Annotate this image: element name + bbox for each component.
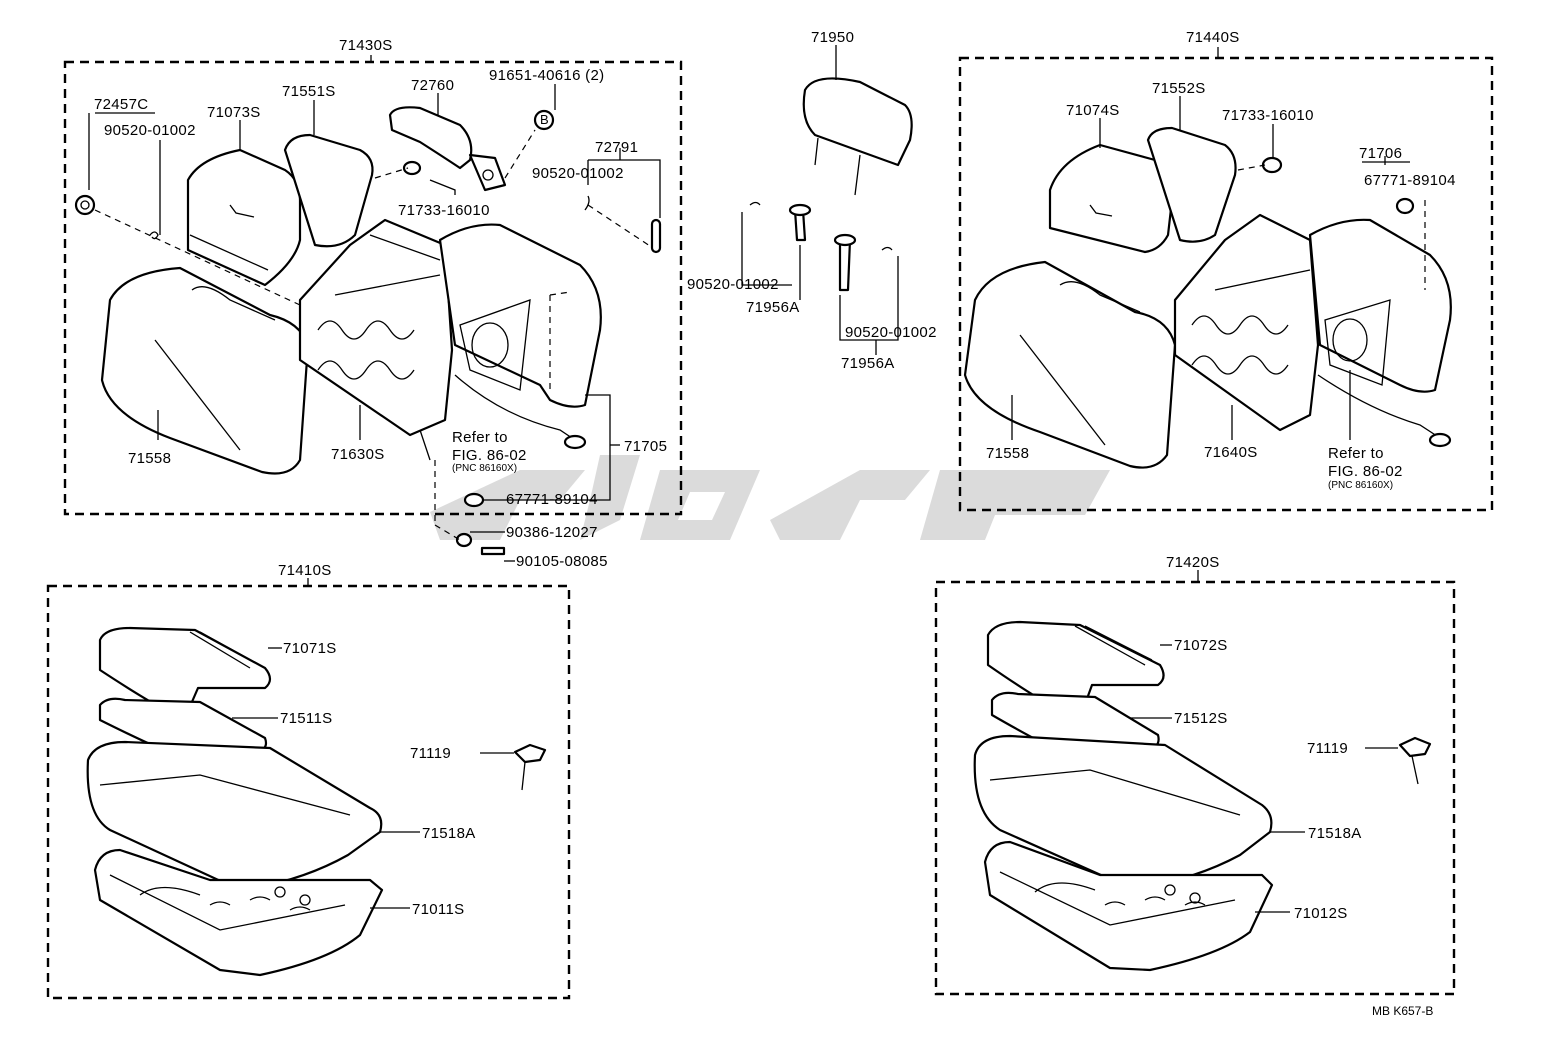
label-71012S: 71012S <box>1294 905 1348 922</box>
label-90520-c: 90520-01002 <box>687 276 779 293</box>
label-71706: 71706 <box>1359 145 1402 162</box>
label-67771-a: 67771-89104 <box>506 491 598 508</box>
label-72457C: 72457C <box>94 96 148 113</box>
label-71705: 71705 <box>624 438 667 455</box>
label-90520-d: 90520-01002 <box>845 324 937 341</box>
label-fig-a: FIG. 86-02 <box>452 447 527 464</box>
label-71558-b: 71558 <box>986 445 1029 462</box>
label-90105: 90105-08085 <box>516 553 608 570</box>
label-67771-b: 67771-89104 <box>1364 172 1456 189</box>
group-box-right-seatback <box>958 56 1494 512</box>
label-71733-a: 71733-16010 <box>398 202 490 219</box>
label-71512S: 71512S <box>1174 710 1228 727</box>
right-seatback-parts <box>963 126 1452 469</box>
group-box-right-cushion <box>934 580 1456 996</box>
label-71956A-b: 71956A <box>841 355 895 372</box>
label-refer-b: Refer to <box>1328 445 1384 462</box>
label-71073S: 71073S <box>207 104 261 121</box>
group-box-left-seatback <box>63 60 683 516</box>
label-71071S: 71071S <box>283 640 337 657</box>
label-71950: 71950 <box>811 29 854 46</box>
label-71630S: 71630S <box>331 446 385 463</box>
label-B: B <box>540 112 549 127</box>
label-71011S: 71011S <box>412 901 464 918</box>
label-72791: 72791 <box>595 139 638 156</box>
label-group-71420S: 71420S <box>1166 554 1220 571</box>
label-group-71430S: 71430S <box>339 37 393 54</box>
label-pnc-a: (PNC 86160X) <box>452 463 517 474</box>
label-71072S: 71072S <box>1174 637 1228 654</box>
label-71640S: 71640S <box>1204 444 1258 461</box>
label-71119-b: 71119 <box>1307 740 1348 757</box>
diagram-code: MB K657-B <box>1372 1004 1433 1018</box>
label-71511S: 71511S <box>280 710 332 727</box>
label-90386: 90386-12027 <box>506 524 598 541</box>
label-refer-a: Refer to <box>452 429 508 446</box>
label-71518A-a: 71518A <box>422 825 476 842</box>
headrest-parts <box>749 77 913 292</box>
label-group-71410S: 71410S <box>278 562 332 579</box>
label-71733-b: 71733-16010 <box>1222 107 1314 124</box>
right-cushion-parts <box>973 620 1432 972</box>
label-91651: 91651-40616 (2) <box>489 67 604 84</box>
label-71956A-a: 71956A <box>746 299 800 316</box>
label-71119-a: 71119 <box>410 745 451 762</box>
label-72760: 72760 <box>411 77 454 94</box>
label-pnc-b: (PNC 86160X) <box>1328 480 1393 491</box>
label-71551S: 71551S <box>282 83 336 100</box>
label-90520-a: 90520-01002 <box>104 122 196 139</box>
label-group-71440S: 71440S <box>1186 29 1240 46</box>
left-seatback-parts <box>74 106 662 556</box>
label-71518A-b: 71518A <box>1308 825 1362 842</box>
part-labels: 71430S 72457C 90520-01002 71073S 71551S … <box>94 29 1456 1018</box>
label-90520-b: 90520-01002 <box>532 165 624 182</box>
label-71552S: 71552S <box>1152 80 1206 97</box>
label-fig-b: FIG. 86-02 <box>1328 463 1403 480</box>
label-71558-a: 71558 <box>128 450 171 467</box>
label-71074S: 71074S <box>1066 102 1120 119</box>
left-cushion-parts <box>86 626 547 977</box>
